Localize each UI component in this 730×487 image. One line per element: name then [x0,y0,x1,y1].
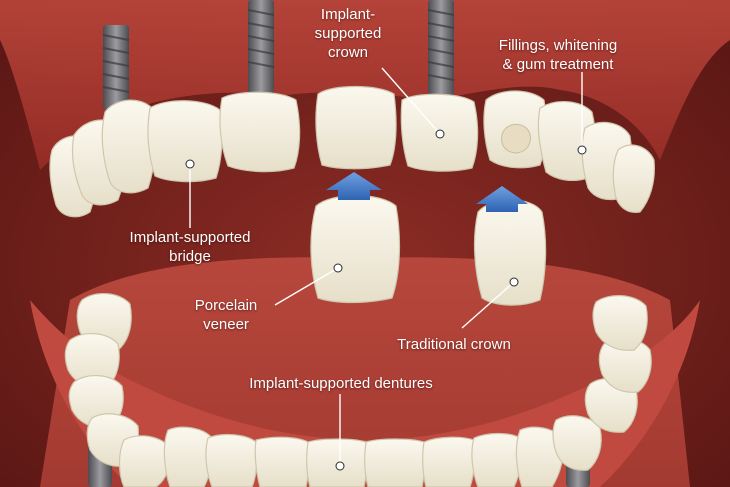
label-line: Porcelain [194,297,258,314]
label-line: bridge [169,248,211,265]
label-fillings-whitening: Fillings, whitening & gum treatment [478,36,638,74]
label-line: supported [314,25,382,42]
label-line: crown [327,44,368,61]
label-traditional-crown: Traditional crown [374,335,534,354]
porcelain-veneer-shape [310,194,401,304]
label-implant-supported-crown: Implant- supported crown [298,5,398,62]
arrow-up-icon [476,186,528,212]
floating-restorations [310,194,547,306]
label-line: Implant-supported dentures [249,375,433,392]
label-implant-supported-bridge: Implant-supported bridge [106,228,274,266]
upper-gum [0,0,730,170]
leader-lines [189,67,583,466]
label-porcelain-veneer: Porcelain veneer [176,296,276,334]
label-line: & gum treatment [502,56,614,73]
upper-implant-screws [102,0,455,110]
label-implant-supported-dentures: Implant-supported dentures [214,374,468,393]
label-line: veneer [203,316,249,333]
label-line: Implant-supported [129,229,251,246]
traditional-crown-shape [473,199,547,306]
label-line: Implant- [320,6,376,23]
label-line: Traditional crown [397,336,511,353]
leader-dots [185,129,587,471]
filling-icon [501,123,531,154]
arrow-up-icon [326,172,382,200]
label-line: Fillings, whitening [498,37,618,54]
